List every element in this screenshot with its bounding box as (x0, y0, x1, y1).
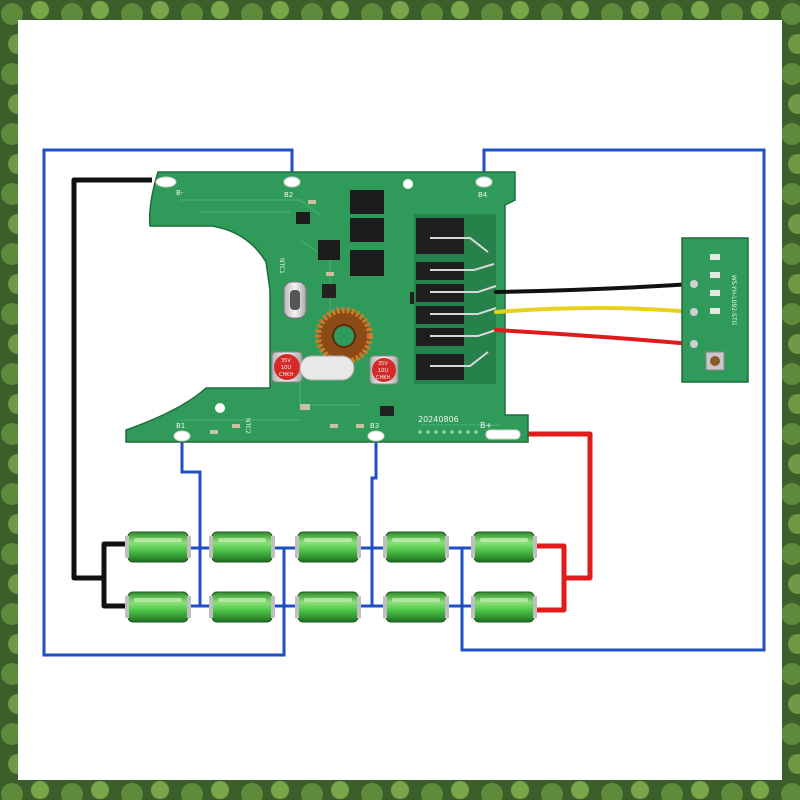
label-b3: B3 (370, 422, 379, 430)
balance-wires (42, 148, 766, 657)
positive-lead (518, 431, 593, 613)
led-2 (710, 272, 720, 278)
battery-cell (383, 591, 449, 623)
label-date-code: 20240806 (418, 415, 459, 424)
b4-wire (460, 148, 766, 652)
battery-cell (471, 591, 537, 623)
label-bminus: B- (176, 189, 184, 197)
svg-text:10U: 10U (378, 368, 388, 374)
battery-cell (295, 591, 361, 623)
svg-text:35V: 35V (378, 361, 388, 367)
capacitor-left: 35V 10U CHKH (271, 351, 303, 383)
ic-chip-2 (380, 406, 394, 416)
mosfet-3 (350, 250, 384, 276)
label-b2: B2 (284, 191, 293, 199)
b2-wire (42, 148, 294, 657)
indicator-board: WS-YH-L092-STG (681, 237, 749, 383)
indicator-part-number: WS-YH-L092-STG (730, 275, 737, 326)
b1-wire (180, 437, 202, 606)
svg-text:CHKH: CHKH (376, 375, 391, 381)
mount-hole-top (403, 179, 413, 189)
ic-chip-1 (322, 284, 336, 298)
wire-pad-2 (690, 308, 698, 316)
battery-cell (383, 531, 449, 563)
led-3 (710, 290, 720, 296)
battery-cell (125, 591, 191, 623)
wire-pad-3 (690, 340, 698, 348)
mosfet-4 (318, 240, 340, 260)
main-pcb: B2 B4 B- B1 B3 B+ 20240806 NTC1 NTC2 (125, 171, 529, 443)
label-ntc1: NTC1 (278, 258, 285, 274)
label-bplus: B+ (480, 421, 492, 430)
capacitor-right: 35V 10U CHKH (369, 355, 399, 385)
pad-b3-hole (367, 430, 385, 442)
battery-cells (125, 531, 537, 623)
mount-hole-bottom (215, 403, 225, 413)
signal-wire-yellow (494, 306, 694, 314)
mosfet-5 (296, 212, 310, 224)
battery-cell (209, 591, 275, 623)
battery-cell (471, 531, 537, 563)
pad-b2-hole (283, 176, 301, 188)
terminal-block (414, 214, 497, 384)
led-1 (710, 254, 720, 260)
label-ntc2: NTC2 (244, 418, 251, 434)
pad-bplus-slot (485, 429, 521, 440)
signal-wires (494, 282, 694, 346)
pad-b4-hole (475, 176, 493, 188)
b3-wire (370, 437, 378, 606)
mosfet-2 (350, 218, 384, 242)
battery-cell (125, 531, 191, 563)
mosfet-1 (350, 190, 384, 214)
wire-pad-1 (690, 280, 698, 288)
battery-cell (295, 531, 361, 563)
negative-lead (71, 177, 152, 609)
pad-bminus-hole (155, 176, 177, 188)
signal-wire-black (494, 282, 694, 294)
svg-text:CHKH: CHKH (279, 372, 294, 378)
cylinder-component (299, 355, 355, 381)
svg-text:35V: 35V (281, 358, 291, 364)
pad-b1-hole (173, 430, 191, 442)
tact-switch (705, 351, 725, 371)
signal-wire-red (494, 328, 694, 346)
label-b4: B4 (478, 191, 488, 199)
battery-cell (209, 531, 275, 563)
led-4 (710, 308, 720, 314)
svg-text:10U: 10U (281, 365, 291, 371)
label-b1: B1 (176, 422, 185, 430)
toroid-inductor (315, 307, 373, 365)
